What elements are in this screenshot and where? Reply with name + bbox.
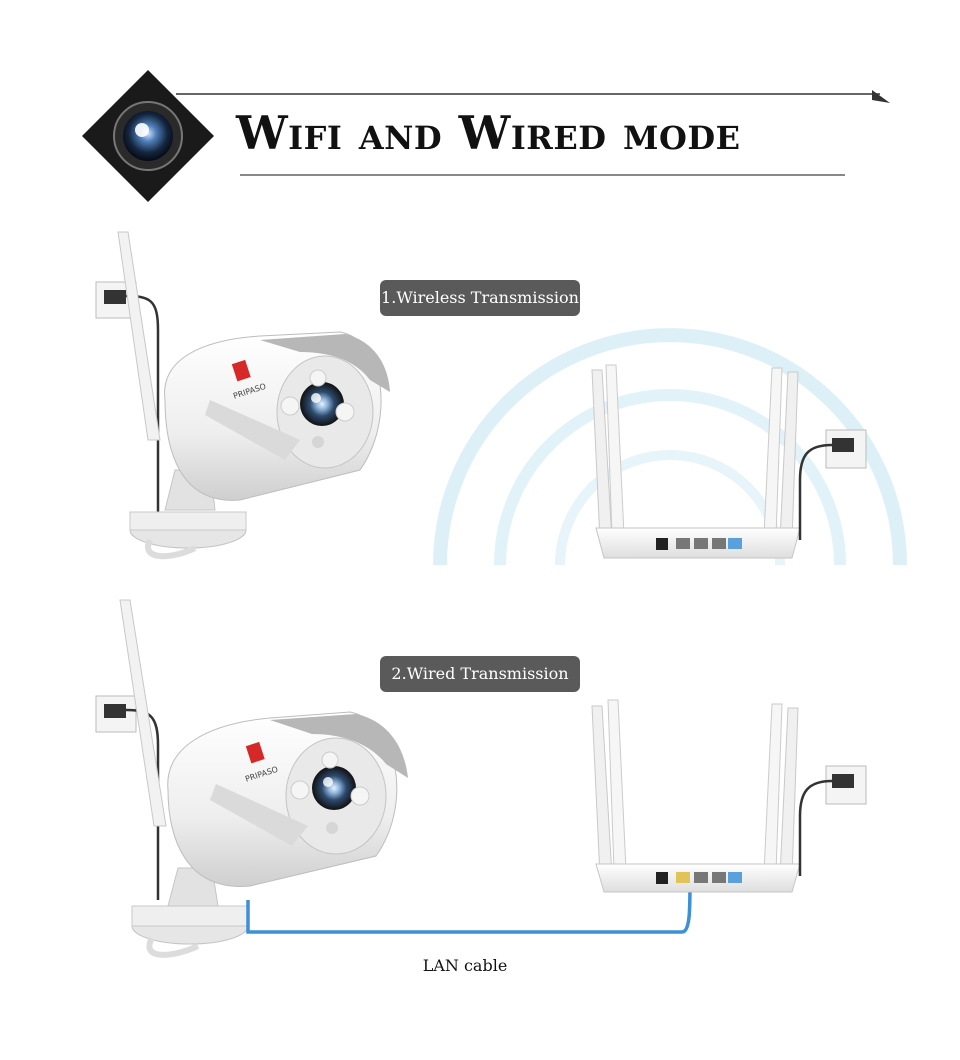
wifi-router [591,699,801,893]
bullet-camera: PRIPASO [117,231,390,560]
page-title: Wifi and Wired mode [236,106,741,160]
power-socket-icon [798,429,867,540]
camera-lens-icon [82,70,214,202]
power-socket-icon [95,695,160,900]
power-socket-icon [798,765,867,876]
wifi-router [591,364,801,559]
wireless-transmission-label: 1.Wireless Transmission [380,280,580,316]
header-rule [176,90,890,176]
lan-cable-label: LAN cable [422,956,508,975]
bullet-camera: PRIPASO [119,599,408,958]
wired-transmission-label: 2.Wired Transmission [380,656,580,692]
